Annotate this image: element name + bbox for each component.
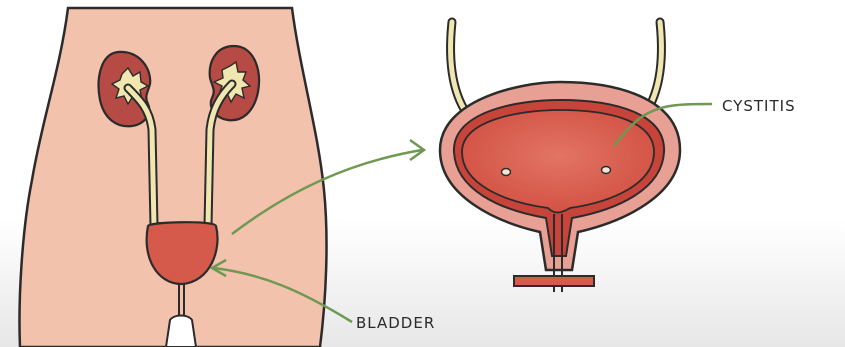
cystitis-label: CYSTITIS — [722, 97, 796, 115]
ureteric-orifice-right — [602, 167, 611, 174]
ureteric-orifice-left — [502, 169, 511, 176]
sphincter-bar — [514, 276, 594, 286]
torso-body — [20, 8, 327, 347]
torso-figure — [20, 8, 327, 347]
bladder-label: BLADDER — [356, 314, 435, 332]
crotch-gap — [166, 316, 196, 347]
